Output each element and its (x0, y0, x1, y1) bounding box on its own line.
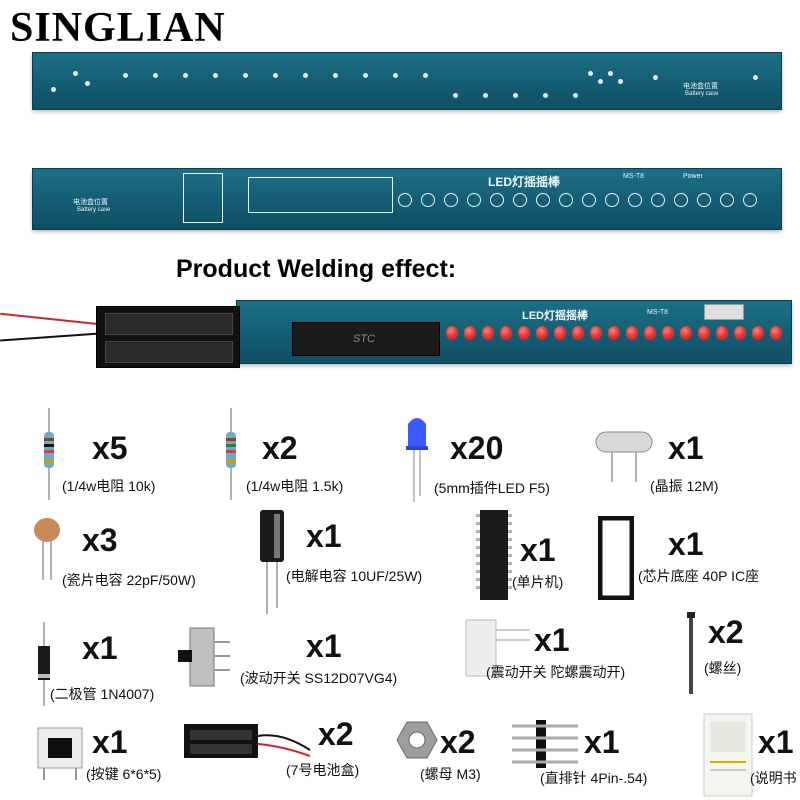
pcb-front-battery-cn: 电池盒位置 (73, 199, 108, 206)
ceramic-capacitor-image (34, 518, 60, 580)
screw-image (687, 612, 695, 694)
label-resistor-1k5: (1/4w电阻 1.5k) (246, 478, 344, 494)
vibration-switch-assembled (704, 304, 744, 320)
pcb-back-battery-en: Battery case (685, 91, 719, 97)
label-ceramic-capacitor: (瓷片电容 22pF/50W) (62, 572, 196, 588)
push-button-image (37, 727, 83, 780)
qty-push-button: x1 (92, 724, 128, 760)
resistor-1k5-image (226, 408, 236, 500)
vibration-switch-image (465, 619, 530, 677)
label-crystal: (晶振 12M) (650, 478, 719, 494)
brand-logo: SINGLIAN (10, 5, 226, 51)
resistor-10k-image (44, 408, 54, 500)
pcb-front-power: Power (683, 173, 703, 180)
label-led: (5mm插件LED F5) (434, 480, 550, 496)
pcb-front-title: LED灯摇摇棒 (488, 175, 561, 189)
label-diode: (二极管 1N4007) (50, 686, 155, 702)
pcb-front-model: MS-T8 (623, 173, 644, 180)
label-ic-socket: (芯片底座 40P IC座 (638, 568, 760, 584)
crystal-image (595, 431, 653, 482)
qty-led: x20 (450, 430, 504, 466)
qty-slide-switch: x1 (306, 628, 342, 664)
battery-holder-assembled (96, 306, 240, 368)
pcb-front-battery-en: Battery case (77, 207, 111, 213)
mcu-image (476, 510, 512, 600)
slide-switch-image (178, 627, 230, 687)
qty-resistor-10k: x5 (92, 430, 128, 466)
qty-vibration-switch: x1 (534, 622, 570, 658)
qty-mcu: x1 (520, 532, 556, 568)
electrolytic-capacitor-image (260, 510, 284, 614)
qty-pin-header: x1 (584, 724, 620, 760)
qty-electrolytic-capacitor: x1 (306, 518, 342, 554)
label-mcu: (单片机) (512, 574, 564, 590)
qty-ceramic-capacitor: x3 (82, 522, 118, 558)
battery-box-image (184, 724, 311, 758)
pcb-front-side: 电池盒位置 Battery case LED灯摇摇棒 MS-T8 Power (32, 168, 782, 230)
qty-crystal: x1 (668, 430, 704, 466)
ic-socket-image (598, 516, 634, 600)
pcb-back-side: 电池盒位置 Battery case (32, 52, 782, 110)
label-push-button: (按键 6*6*5) (86, 766, 162, 782)
diode-image (38, 622, 50, 706)
qty-resistor-1k5: x2 (262, 430, 298, 466)
pcb-back-battery-cn: 电池盒位置 (683, 83, 718, 90)
assembled-title: LED灯摇摇棒 (522, 310, 588, 322)
label-slide-switch: (波动开关 SS12D07VG4) (240, 670, 398, 686)
label-vibration-switch: (震动开关 陀螺震动开) (486, 664, 626, 680)
nut-image (396, 721, 438, 759)
qty-battery-box: x2 (318, 716, 354, 752)
label-screw: (螺丝) (704, 660, 742, 676)
black-wire (0, 332, 100, 342)
qty-screw: x2 (708, 614, 744, 650)
label-resistor-10k: (1/4w电阻 10k) (62, 478, 156, 494)
qty-nut: x2 (440, 724, 476, 760)
mcu-chip: STC (292, 322, 440, 356)
pin-header-image (512, 720, 578, 768)
qty-ic-socket: x1 (668, 526, 704, 562)
manual-image (703, 713, 753, 797)
label-manual: (说明书 (750, 770, 797, 786)
pcb-front-ic-outline (248, 177, 393, 213)
label-battery-box: (7号电池盒) (286, 762, 360, 778)
red-wire (0, 312, 100, 326)
qty-diode: x1 (82, 630, 118, 666)
welding-effect-caption: Product Welding effect: (176, 255, 457, 283)
pcb-front-controller-area (183, 173, 223, 223)
label-electrolytic-capacitor: (电解电容 10UF/25W) (286, 568, 423, 584)
label-nut: (螺母 M3) (420, 766, 481, 782)
blue-led-image (406, 418, 428, 502)
qty-manual: x1 (758, 724, 794, 760)
assembled-model: MS-T8 (647, 309, 668, 316)
label-pin-header: (直排针 4Pin-.54) (540, 770, 648, 786)
mcu-chip-text: STC (353, 333, 375, 345)
